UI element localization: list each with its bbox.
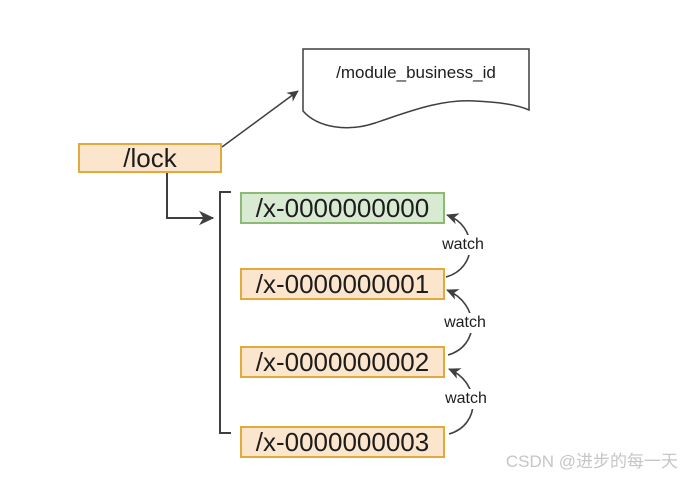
children-bracket: [219, 191, 231, 434]
lock-to-document-arrow: [221, 90, 299, 148]
watch-label-2: watch: [441, 313, 489, 333]
child-node-1-label: /x-0000000001: [255, 268, 430, 299]
child-node-1: /x-0000000001: [240, 268, 445, 300]
lock-to-children-connector: [166, 173, 215, 226]
lock-node-label: /lock: [123, 142, 177, 173]
child-node-0-label: /x-0000000000: [255, 192, 430, 223]
child-node-3-label: /x-0000000003: [255, 426, 430, 457]
document-label: /module_business_id: [336, 63, 496, 82]
watch-label-3: watch: [442, 389, 490, 409]
document-shape: [302, 48, 530, 129]
lock-node: /lock: [78, 143, 222, 173]
watermark: CSDN @进步的每一天: [505, 452, 678, 471]
child-node-0: /x-0000000000: [240, 192, 445, 224]
child-node-2-label: /x-0000000002: [255, 346, 430, 377]
child-node-2: /x-0000000002: [240, 346, 445, 378]
child-node-3: /x-0000000003: [240, 426, 445, 458]
watch-label-1: watch: [439, 235, 487, 255]
